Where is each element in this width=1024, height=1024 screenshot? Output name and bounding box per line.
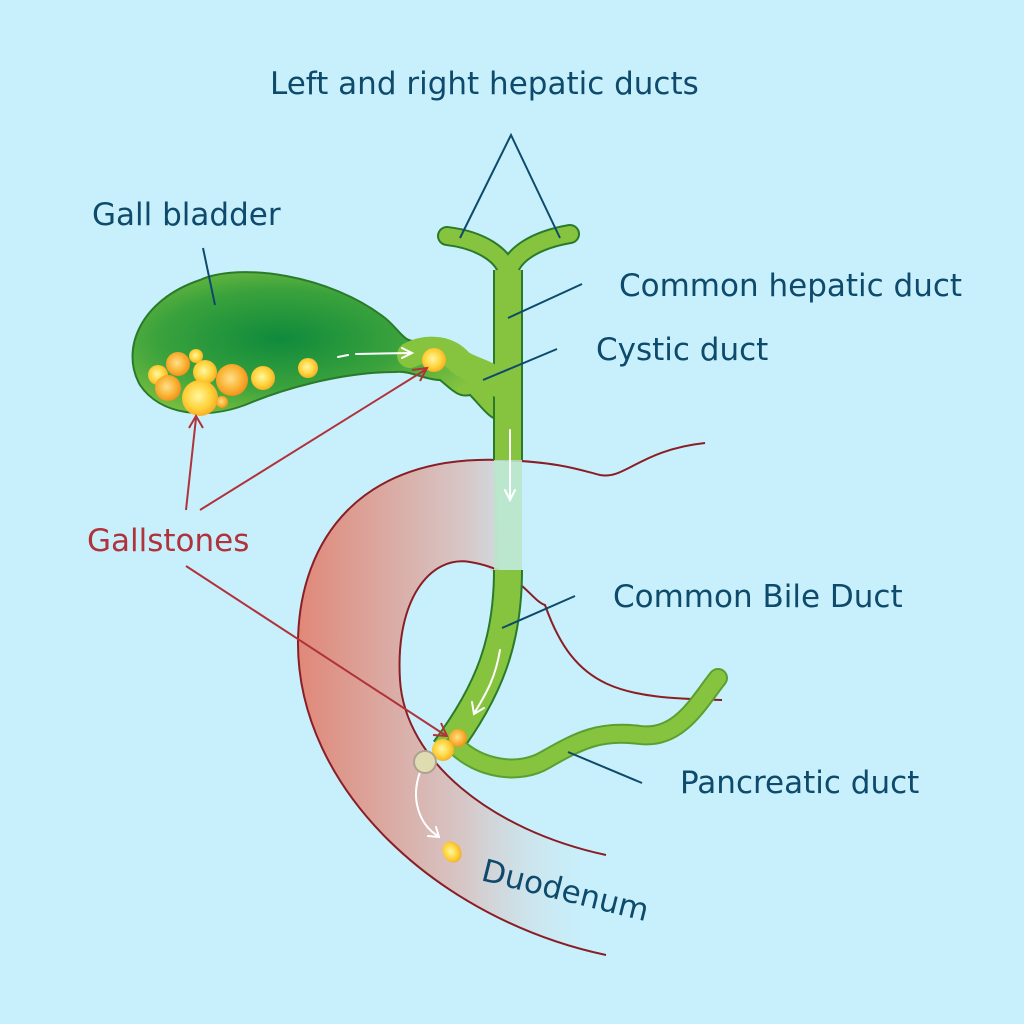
pancreatic-duct-inner (447, 670, 726, 777)
label-common-bile-duct: Common Bile Duct (613, 579, 903, 615)
leader-common-bile (501, 595, 576, 629)
gallstone-pointers (185, 366, 449, 738)
label-gall-bladder: Gall bladder (92, 197, 281, 233)
pointer-to-gallbladder-stones (185, 414, 204, 511)
label-hepatic-ducts: Left and right hepatic ducts (270, 66, 699, 102)
bile-ducts (397, 224, 728, 779)
leader-pancreatic (567, 751, 643, 784)
leader-gall-bladder (202, 247, 216, 306)
leader-hepatic-ducts (459, 132, 561, 239)
flow-arrow-cbd-upper (504, 429, 516, 503)
cystic-duct (397, 336, 513, 398)
flow-arrow-cbd-lower (471, 649, 501, 716)
leader-cystic (482, 348, 558, 381)
pointer-to-cbd-stones (185, 565, 449, 738)
flow-arrows (337, 347, 516, 839)
flow-arrow-duodenum (415, 771, 441, 839)
label-cystic-duct: Cystic duct (596, 332, 768, 368)
duodenum (296, 442, 723, 956)
gallstones (148, 348, 467, 863)
duodenum-inner-wall (398, 560, 723, 856)
leader-common-hepatic (507, 283, 583, 319)
label-common-hepatic-duct: Common hepatic duct (619, 268, 962, 304)
duodenum-top-wall (297, 442, 706, 641)
pointer-to-cystic-stone (199, 366, 429, 511)
duodenum-outer-wall (296, 639, 607, 956)
flow-arrow-gallbladder (337, 347, 415, 359)
label-pancreatic-duct: Pancreatic duct (680, 765, 919, 801)
common-bile-duct-inner (434, 569, 521, 758)
leader-lines (202, 132, 643, 784)
label-gallstones: Gallstones (87, 523, 249, 559)
